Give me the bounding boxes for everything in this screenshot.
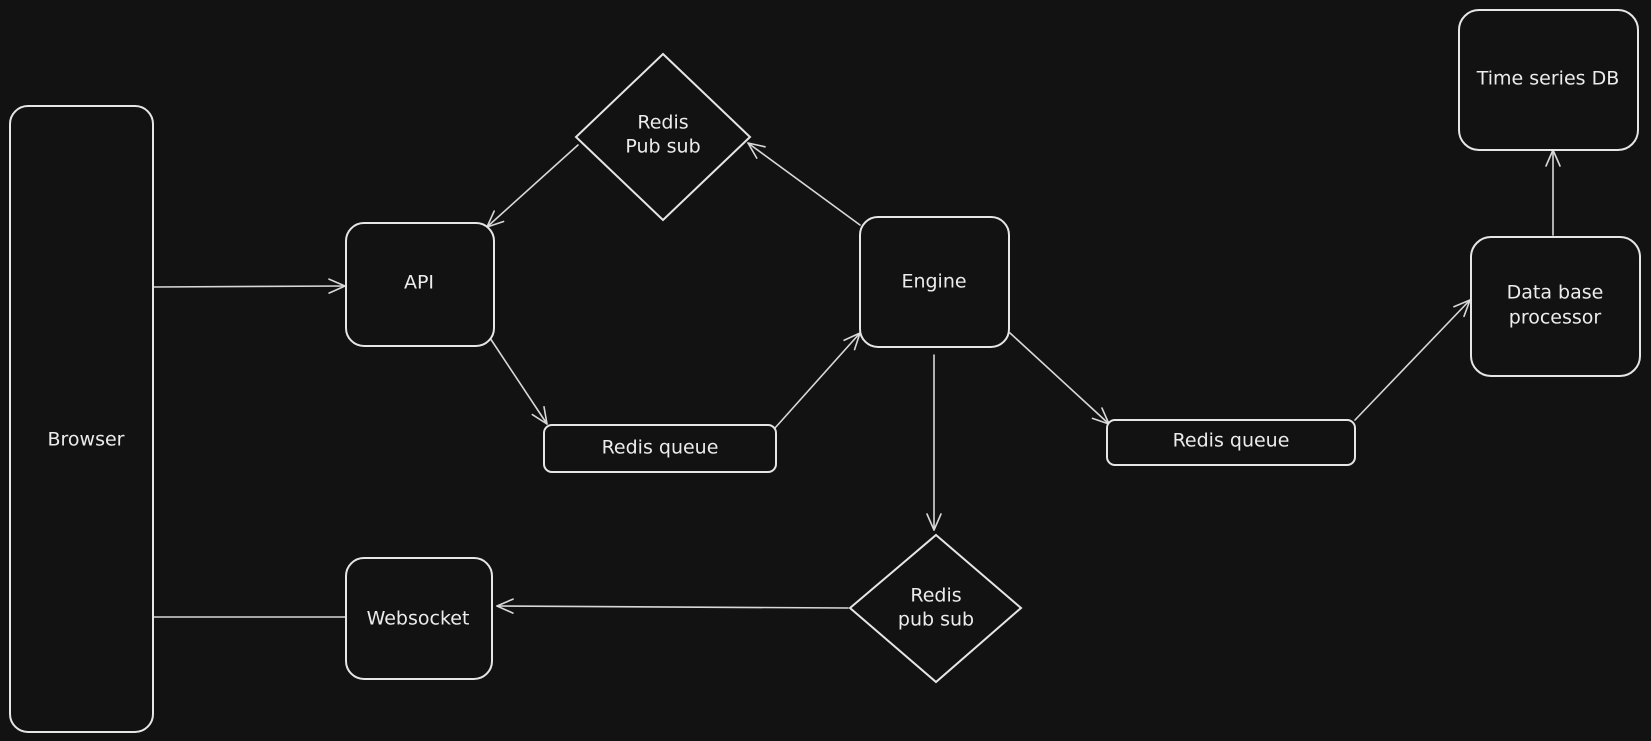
redis-pubsub-top-node[interactable]: Redis Pub sub [574, 52, 752, 222]
edge-redis-pubsub-top-to-api [486, 144, 579, 228]
time-series-db-node[interactable]: Time series DB [1458, 9, 1639, 151]
api-node[interactable]: API [345, 222, 495, 347]
db-processor-box [1470, 236, 1641, 377]
browser-node[interactable]: Browser [9, 105, 154, 733]
browser-box [9, 105, 154, 733]
redis-pubsub-top-label-line1: Redis [637, 112, 688, 134]
engine-box [859, 216, 1010, 348]
redis-queue-right-box [1106, 419, 1356, 466]
websocket-label: Websocket [367, 608, 470, 630]
redis-pubsub-bottom-label-line1: Redis [910, 585, 961, 607]
redis-queue-right-node[interactable]: Redis queue [1106, 419, 1356, 466]
db-processor-node[interactable]: Data base processor [1470, 236, 1641, 377]
engine-label: Engine [901, 271, 966, 293]
edge-redis-pubsub-bottom-to-websocket [496, 598, 849, 614]
redis-queue-left-box [543, 424, 777, 473]
redis-pubsub-bottom-node[interactable]: Redis pub sub [848, 533, 1023, 684]
edge-redis-queue-right-to-db-processor [1354, 299, 1471, 421]
edge-engine-to-redis-pubsub-top [747, 142, 861, 226]
api-label: API [404, 272, 434, 294]
redis-queue-left-node[interactable]: Redis queue [543, 424, 777, 473]
redis-queue-right-label: Redis queue [1173, 430, 1290, 452]
api-box [345, 222, 495, 347]
redis-pubsub-top-diamond [574, 52, 752, 222]
browser-label: Browser [48, 429, 125, 451]
db-processor-label-line1: Data base [1507, 282, 1604, 304]
time-series-db-label: Time series DB [1476, 68, 1620, 90]
websocket-node[interactable]: Websocket [345, 557, 493, 680]
time-series-db-box [1458, 9, 1639, 151]
edges [152, 142, 1561, 618]
edge-engine-to-redis-queue-right [1009, 332, 1110, 425]
redis-pubsub-top-label-line2: Pub sub [625, 136, 700, 158]
websocket-box [345, 557, 493, 680]
redis-pubsub-bottom-diamond [848, 533, 1023, 684]
edge-api-to-redis-queue-left [489, 337, 548, 425]
redis-pubsub-bottom-label-line2: pub sub [898, 609, 974, 631]
db-processor-label-line2: processor [1509, 307, 1602, 329]
edge-browser-to-api [152, 278, 346, 294]
engine-node[interactable]: Engine [859, 216, 1010, 348]
edge-redis-queue-left-to-engine [774, 332, 861, 429]
redis-queue-left-label: Redis queue [602, 437, 719, 459]
